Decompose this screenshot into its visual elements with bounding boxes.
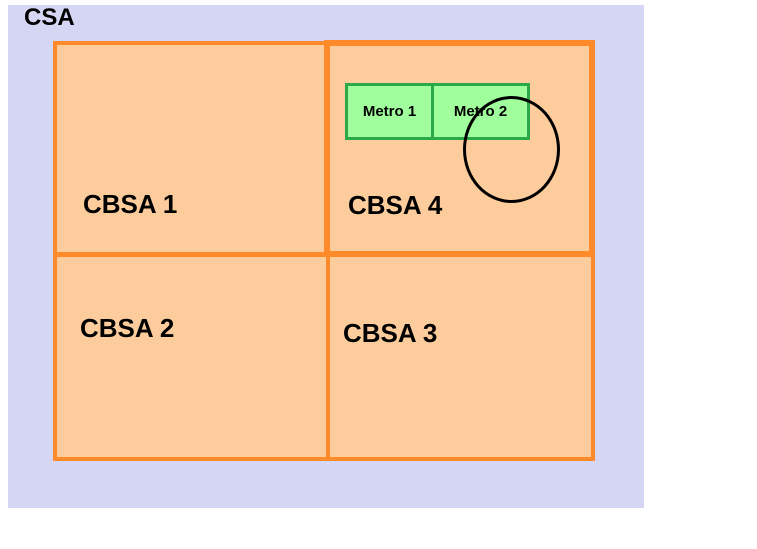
cbsa-4-label: CBSA 4 [348,190,443,220]
metro-1-box: Metro 1 [345,83,434,140]
cbsa-2-region [53,253,330,461]
csa-label: CSA [24,4,75,31]
cbsa-2-label: CBSA 2 [80,313,175,343]
highlight-circle [463,96,560,203]
cbsa-3-label: CBSA 3 [343,318,438,348]
cbsa-1-label: CBSA 1 [83,189,178,219]
cbsa-3-region [326,253,595,461]
cbsa-1-region [53,41,329,256]
